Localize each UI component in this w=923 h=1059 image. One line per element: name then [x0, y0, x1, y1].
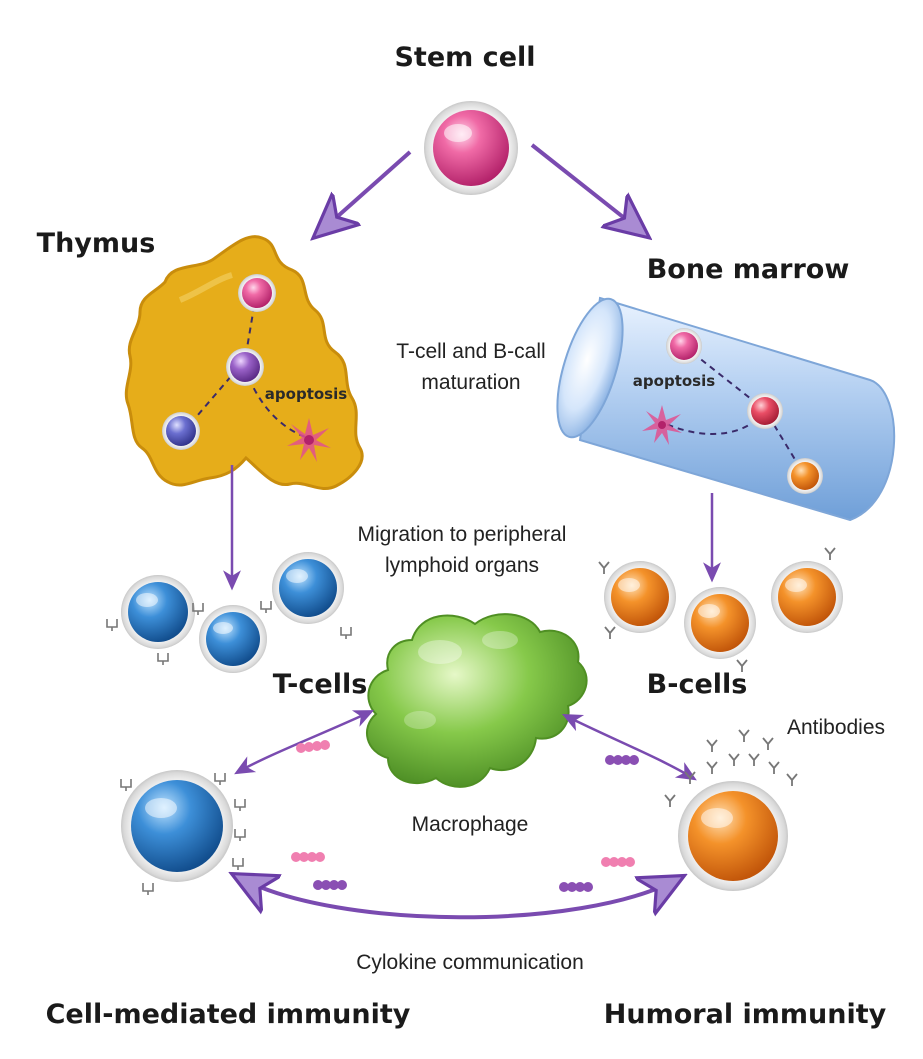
cytokine-communication-arrow	[240, 878, 676, 920]
bone-marrow-organ	[556, 296, 896, 522]
antibodies-label: Antibodies	[787, 716, 885, 739]
apoptosis-star-icon	[642, 405, 682, 445]
macrophage	[366, 613, 588, 788]
plasma-b-cell	[664, 729, 798, 891]
macrophage-b-cell-arrow	[561, 713, 697, 781]
cytokine-beads-purple	[605, 755, 639, 765]
b-cell	[598, 561, 676, 640]
t-cells-group	[106, 552, 352, 673]
maturation-label-line1: T-cell and B-call	[396, 340, 545, 363]
stem-to-thymus-arrow	[320, 150, 412, 232]
macrophage-t-cell-arrow	[234, 710, 375, 775]
t-cell	[106, 575, 204, 666]
migration-label-line2: lymphoid organs	[385, 554, 539, 577]
stem-cell-title: Stem cell	[394, 42, 535, 73]
b-cells-group	[598, 547, 843, 673]
t-cells-title: T-cells	[273, 669, 368, 700]
cytokine-communication-label: Cylokine communication	[356, 951, 584, 974]
b-cell	[771, 547, 843, 633]
macrophage-label: Macrophage	[412, 813, 529, 836]
apoptosis-marrow-label: apoptosis	[633, 372, 715, 390]
cytokine-beads-purple	[559, 882, 593, 892]
cytokine-beads-pink	[296, 740, 330, 753]
thymus-organ	[124, 235, 364, 490]
apoptosis-star-icon	[287, 418, 331, 462]
stem-to-marrow-arrow	[530, 143, 642, 232]
cell-mediated-immunity-title: Cell-mediated immunity	[46, 999, 411, 1030]
thymus-title: Thymus	[37, 228, 156, 259]
cytokine-beads-pink	[291, 852, 325, 862]
b-cells-title: B-cells	[647, 669, 748, 700]
humoral-immunity-title: Humoral immunity	[604, 999, 887, 1030]
cytokine-beads-purple	[313, 880, 347, 890]
migration-label-line1: Migration to peripheral	[358, 523, 567, 546]
maturation-label-line2: maturation	[421, 371, 520, 394]
effector-t-cell	[120, 770, 246, 896]
t-cell	[272, 552, 352, 640]
b-cell	[684, 587, 756, 673]
apoptosis-thymus-label: apoptosis	[265, 385, 347, 403]
t-cell	[199, 600, 272, 673]
bone-marrow-title: Bone marrow	[647, 254, 850, 285]
stem-cell	[424, 101, 518, 195]
cytokine-beads-pink	[601, 857, 635, 867]
